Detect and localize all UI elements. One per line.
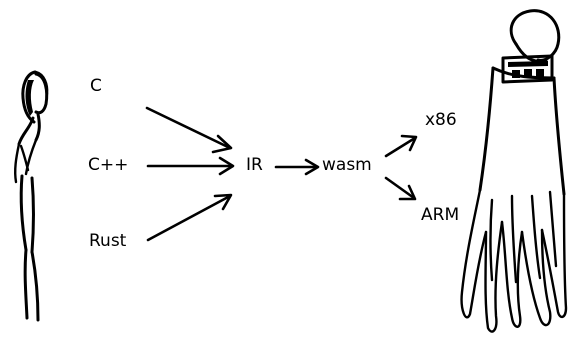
octopus-figure [460, 9, 568, 333]
person-figure [14, 70, 49, 322]
arrow-cpp-to-ir [146, 156, 235, 176]
computer-icon [501, 54, 554, 84]
source-label-cpp: C++ [88, 155, 129, 175]
arrow-c-to-ir [145, 106, 233, 154]
target-label-arm: ARM [421, 205, 460, 225]
arrow-ir-to-wasm [274, 158, 320, 176]
source-label-c: C [90, 76, 102, 96]
target-label-x86: x86 [425, 110, 457, 130]
source-label-rust: Rust [89, 231, 127, 251]
wasm-label: wasm [322, 155, 372, 175]
ir-label: IR [246, 155, 263, 175]
arrow-wasm-to-x86 [384, 134, 418, 158]
arrow-wasm-to-arm [384, 176, 417, 201]
arrow-rust-to-ir [146, 193, 233, 242]
